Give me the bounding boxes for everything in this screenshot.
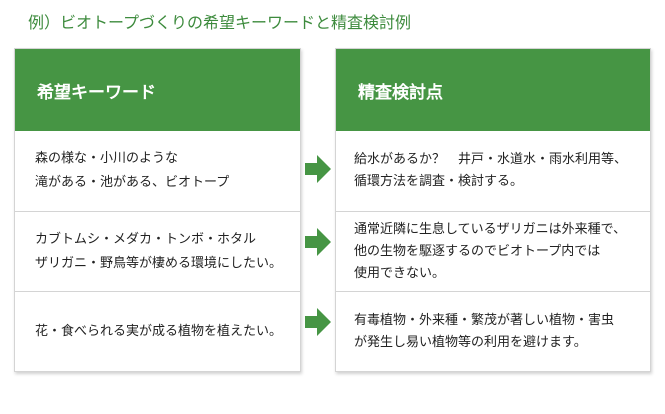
review-panel-header: 精査検討点 [336,49,650,131]
right-arrow-icon [305,155,331,183]
keyword-panel-header: 希望キーワード [15,49,300,131]
page-title: 例）ビオトープづくりの希望キーワードと精査検討例 [28,13,412,32]
review-list: 給水があるか？ 井戸・水道水・雨水利用等、 循環方法を調査・検討する。 通常近隣… [336,131,650,371]
review-row: 有毒植物・外来種・繁茂が著しい植物・害虫 が発生し易い植物等の利用を避けます。 [336,291,650,371]
keyword-text: 森の様な・小川のような 滝がある・池がある、ビオトープ [35,151,230,190]
right-arrow-icon [305,228,331,256]
keyword-row: カブトムシ・メダカ・トンボ・ホタル ザリガニ・野鳥等が棲める環境にしたい。 [15,211,300,291]
review-panel: 精査検討点 給水があるか？ 井戸・水道水・雨水利用等、 循環方法を調査・検討する… [335,48,651,372]
keyword-text: 花・食べられる実が成る植物を植えたい。 [35,323,283,339]
review-text: 有毒植物・外来種・繁茂が著しい植物・害虫 が発生し易い植物等の利用を避けます。 [354,312,615,350]
review-text: 通常近隣に生息しているザリガニは外来種で、 他の生物を駆逐するのでビオトープ内で… [354,221,627,281]
review-row: 給水があるか？ 井戸・水道水・雨水利用等、 循環方法を調査・検討する。 [336,131,650,211]
review-row: 通常近隣に生息しているザリガニは外来種で、 他の生物を駆逐するのでビオトープ内で… [336,211,650,291]
right-arrow-icon [305,308,331,336]
review-text: 給水があるか？ 井戸・水道水・雨水利用等、 循環方法を調査・検討する。 [354,152,628,189]
keyword-row: 森の様な・小川のような 滝がある・池がある、ビオトープ [15,131,300,211]
keyword-text: カブトムシ・メダカ・トンボ・ホタル ザリガニ・野鳥等が棲める環境にしたい。 [35,231,283,271]
keyword-list: 森の様な・小川のような 滝がある・池がある、ビオトープ カブトムシ・メダカ・トン… [15,131,300,371]
keyword-panel: 希望キーワード 森の様な・小川のような 滝がある・池がある、ビオトープ カブトム… [14,48,301,372]
keyword-row: 花・食べられる実が成る植物を植えたい。 [15,291,300,371]
